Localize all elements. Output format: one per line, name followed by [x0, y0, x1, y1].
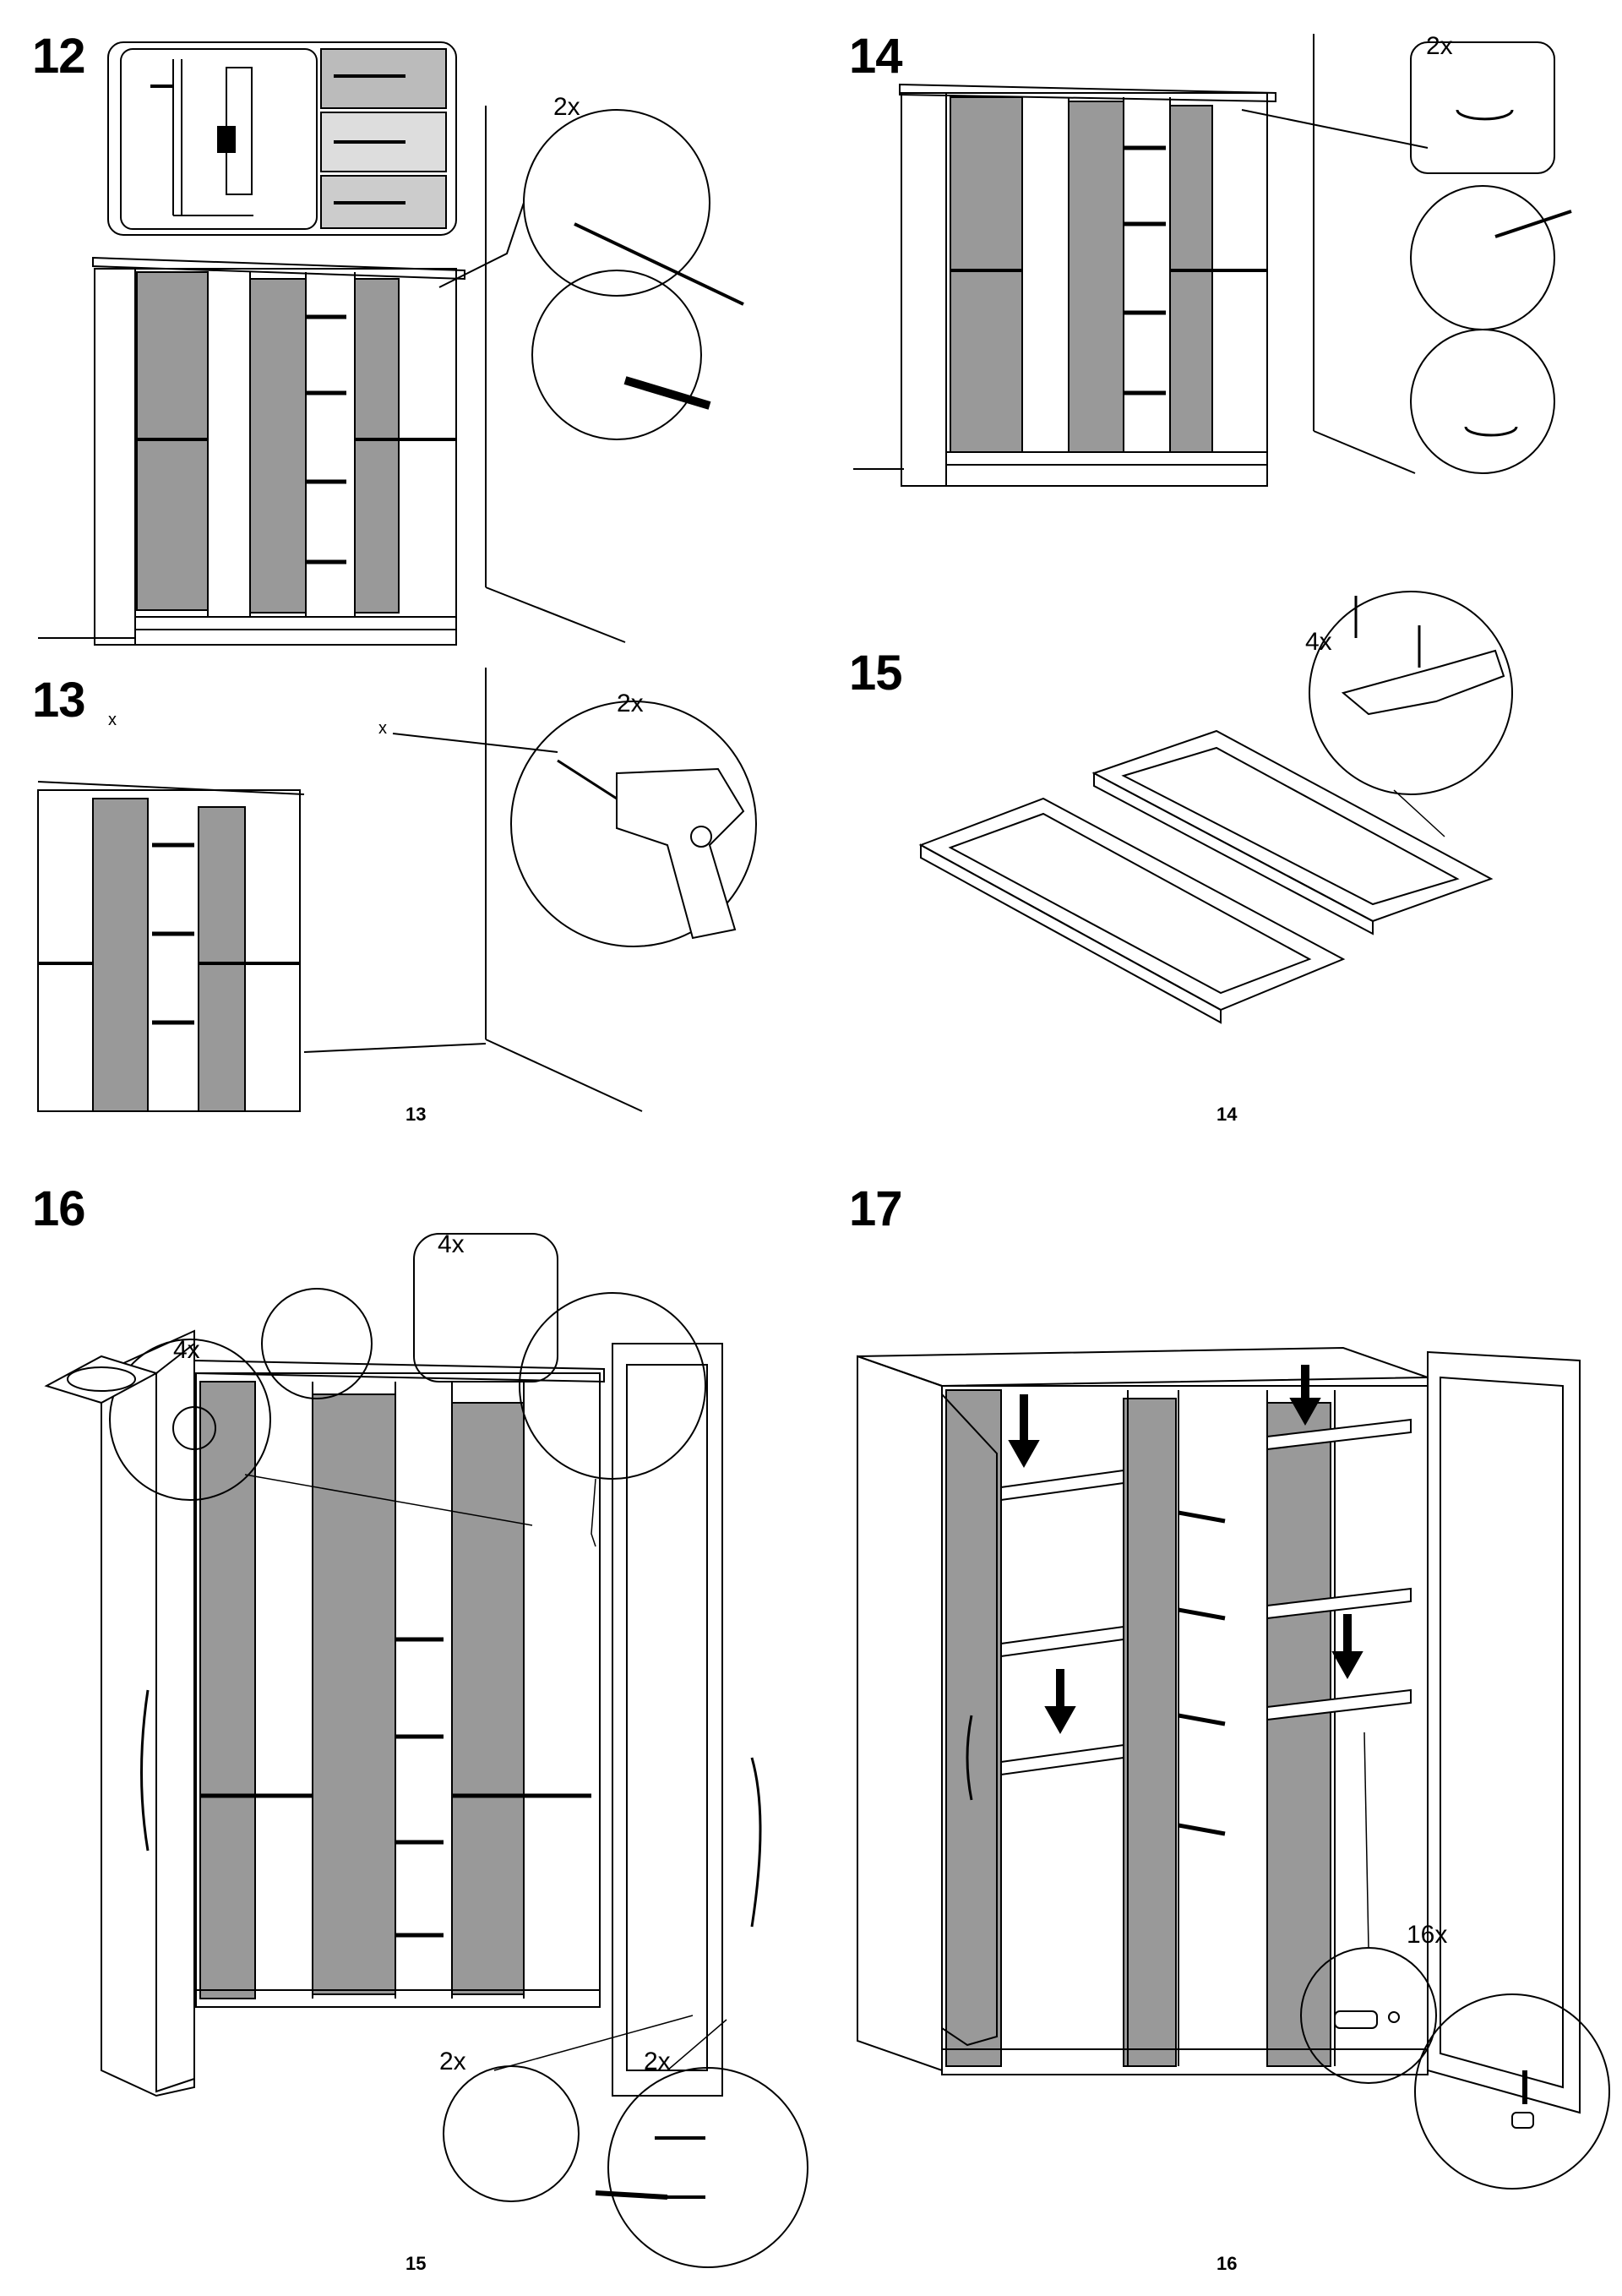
bumper-pad-icon — [46, 1356, 215, 1449]
quantity-label: 2x — [553, 93, 580, 121]
quantity-label: 4x — [173, 1336, 200, 1364]
step-number-14: 14 — [849, 29, 903, 84]
door-frame-left — [921, 799, 1343, 1023]
quantity-label: 4x — [1305, 628, 1332, 656]
hinge-inset — [414, 1234, 558, 1382]
page-number-14: 14 — [1216, 1104, 1238, 1125]
door-right-step-17 — [1428, 1352, 1580, 2113]
step-number-13: 13 — [32, 673, 86, 728]
cabinet-step-14 — [900, 85, 1276, 486]
door-right-step-16 — [612, 1344, 760, 2096]
step-number-16: 16 — [32, 1181, 86, 1236]
hinge-icon — [1343, 596, 1504, 714]
wall-plug-icon — [150, 86, 235, 152]
handle-icon — [142, 1690, 149, 1851]
page-number-13: 13 — [406, 1104, 427, 1125]
step-17-illustration — [857, 1348, 1609, 2189]
quantity-label: 16x — [1407, 1921, 1448, 1949]
quantity-label: 4x — [438, 1230, 465, 1258]
quantity-label: 2x — [1426, 32, 1453, 60]
wall-bracket-detail-1 — [1411, 42, 1554, 173]
door-frame-right — [1094, 731, 1491, 934]
door-left-step-17 — [942, 1394, 997, 2045]
step-number-17: 17 — [849, 1181, 903, 1236]
hinge-detail-circle-16 — [520, 1293, 705, 1479]
screwdriver-icon — [596, 2138, 705, 2197]
drill-mark-label: x — [108, 711, 117, 729]
quantity-label: 2x — [644, 2048, 671, 2075]
hinge-detail-circle — [1309, 592, 1512, 794]
detail-circle-top — [524, 110, 710, 296]
page-number-15: 15 — [406, 2253, 427, 2274]
cabinet-step-13 — [38, 782, 304, 1111]
step-13-illustration — [38, 668, 756, 1111]
detail-circle-bottom — [532, 270, 701, 439]
step-12-illustration — [38, 42, 743, 645]
bumper-detail-circle — [110, 1339, 270, 1500]
cabinet-step-12 — [93, 258, 465, 645]
leg-detail-circle — [444, 2066, 579, 2201]
page-number-16: 16 — [1216, 2253, 1238, 2274]
wall-bracket-detail-3 — [1411, 330, 1554, 473]
door-left-step-16 — [101, 1331, 194, 2096]
screwdriver-icon — [574, 224, 743, 406]
drill-detail-circle — [511, 701, 756, 946]
cabinet-step-16 — [194, 1361, 604, 2007]
handle-detail-circle — [608, 2068, 808, 2267]
step-14-illustration — [853, 34, 1571, 486]
quantity-label: 2x — [617, 690, 644, 717]
handle-icon — [752, 1758, 760, 1927]
drill-mark-label-wall: x — [378, 719, 387, 738]
wall-bracket-detail-2 — [1411, 186, 1554, 330]
arrow-down-icon — [1010, 1365, 1362, 1732]
step-number-12: 12 — [32, 29, 86, 84]
quantity-label: 2x — [439, 2048, 466, 2075]
step-15-illustration — [921, 592, 1512, 1023]
shelf-peg-detail-circle-2 — [1415, 1994, 1609, 2189]
cabinet-step-17 — [857, 1348, 1428, 2075]
handle-icon — [967, 1715, 972, 1800]
wall-type-inset — [108, 42, 456, 235]
drill-icon — [558, 761, 743, 938]
shelf-peg-icon — [1335, 2011, 1533, 2128]
step-number-15: 15 — [849, 646, 903, 701]
step-16-illustration — [46, 1234, 808, 2267]
